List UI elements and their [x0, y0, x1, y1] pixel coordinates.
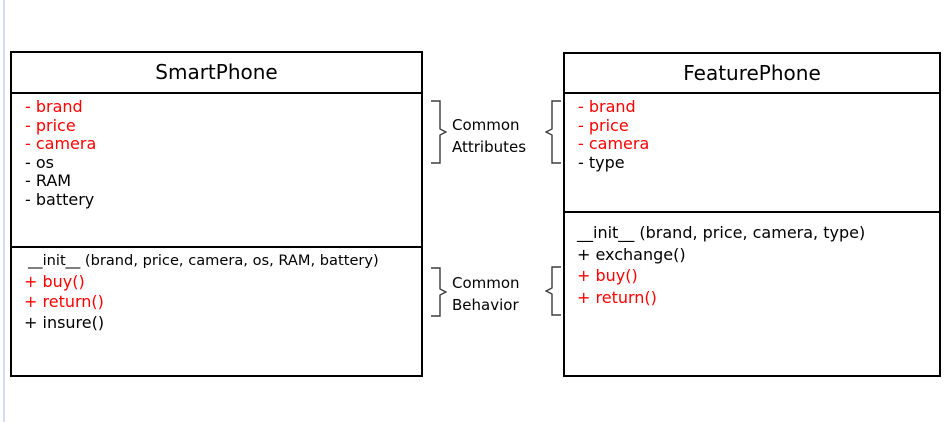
attribute-row: - camera [25, 134, 97, 153]
method-row: + return() [24, 292, 104, 311]
attributes-section: - brand- price- camera- os- RAM- battery [12, 94, 421, 246]
method-row: + buy() [24, 271, 85, 291]
attributes-section: - brand- price- camera- type [565, 94, 939, 211]
method-row: __init__ (brand, price, camera, type) [577, 223, 866, 242]
right-brace-icon [431, 267, 447, 317]
common-behavior-label: Common Behavior [452, 272, 520, 316]
right-brace-icon [431, 100, 447, 164]
attribute-row: - os [25, 152, 54, 172]
attribute-row: - type [578, 152, 625, 172]
method-row: __init__ (brand, price, camera, os, RAM,… [28, 252, 379, 269]
common-attributes-line2: Attributes [452, 138, 527, 156]
class-title: FeaturePhone [565, 54, 939, 94]
common-behavior-line1: Common [452, 274, 520, 292]
attribute-row: - price [578, 115, 629, 135]
method-row: + insure() [24, 312, 105, 332]
attribute-row: - price [25, 115, 76, 135]
common-behavior-line2: Behavior [452, 296, 519, 314]
method-row: + exchange() [577, 244, 686, 264]
class-box-featurephone: FeaturePhone - brand- price- camera- typ… [563, 52, 941, 377]
attribute-row: - RAM [25, 171, 72, 190]
left-brace-icon [545, 266, 561, 316]
methods-section: __init__ (brand, price, camera, type) + e… [565, 211, 939, 375]
attribute-row: - brand [25, 97, 83, 116]
methods-section: __init__ (brand, price, camera, os, RAM,… [12, 246, 421, 375]
method-row: + buy() [577, 266, 638, 285]
attribute-row: - camera [578, 134, 650, 153]
class-box-smartphone: SmartPhone - brand- price- camera- os- R… [10, 51, 423, 377]
slide-edge-line [3, 0, 5, 422]
method-row: + return() [577, 287, 657, 307]
left-brace-icon [545, 100, 561, 164]
attribute-row: - brand [578, 97, 636, 116]
common-attributes-line1: Common [452, 116, 520, 134]
class-title: SmartPhone [12, 53, 421, 94]
common-attributes-label: Common Attributes [452, 114, 526, 158]
attribute-row: - battery [25, 189, 95, 209]
